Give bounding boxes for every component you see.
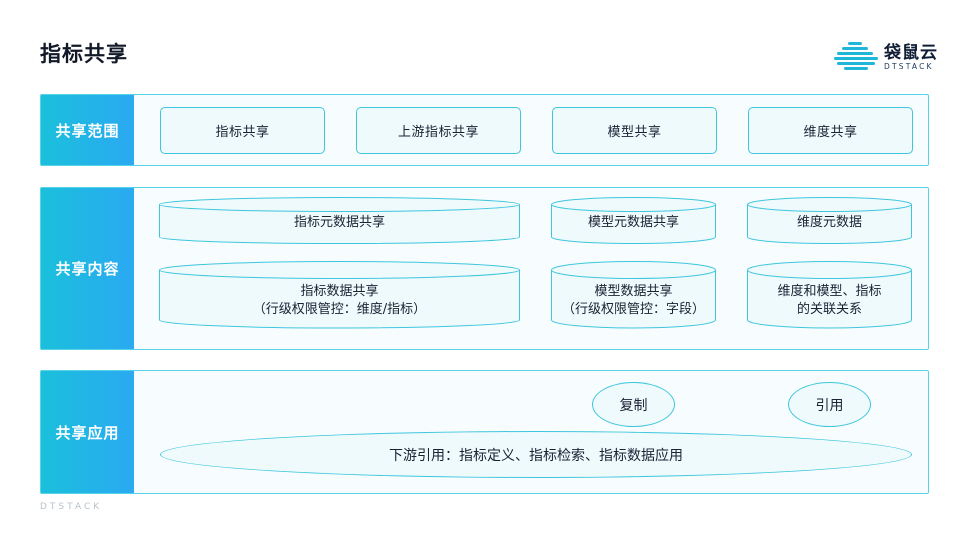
cylinder-model-metadata: 模型元数据共享	[551, 196, 716, 244]
scope-item-upstream-metric: 上游指标共享	[356, 107, 521, 154]
section-label-application: 共享应用	[41, 371, 134, 493]
cloud-logo-icon	[834, 42, 878, 70]
metric-data-label-line1: 指标数据共享	[300, 284, 379, 299]
dimension-relation-label-line2: 的关联关系	[796, 302, 862, 317]
model-data-label-line2: （行级权限管控：字段）	[561, 302, 705, 317]
cylinder-dimension-metadata: 维度元数据	[747, 196, 912, 244]
dimension-metadata-label: 维度元数据	[796, 215, 862, 230]
section-share-content: 共享内容 指标元数据共享 模型元数据共享 维度元数据 指标数据共享 （行级权限管…	[40, 187, 929, 350]
section-share-scope: 共享范围 指标共享 上游指标共享 模型共享 维度共享	[40, 94, 929, 166]
scope-item-dimension: 维度共享	[748, 107, 913, 154]
scope-item-model: 模型共享	[552, 107, 717, 154]
cylinder-model-data: 模型数据共享 （行级权限管控：字段）	[551, 260, 716, 330]
model-metadata-label: 模型元数据共享	[587, 215, 679, 230]
oval-downstream-reference: 下游引用：指标定义、指标检索、指标数据应用	[160, 431, 912, 478]
section-label-scope: 共享范围	[41, 95, 134, 165]
scope-item-metric: 指标共享	[160, 107, 325, 154]
cylinder-metric-data: 指标数据共享 （行级权限管控：维度/指标）	[159, 260, 520, 330]
page-title: 指标共享	[40, 42, 128, 66]
brand-logo: 袋鼠云 DTSTACK	[834, 38, 944, 74]
section-share-application: 共享应用 复制 引用 下游引用：指标定义、指标检索、指标数据应用	[40, 370, 929, 494]
oval-copy: 复制	[592, 382, 675, 427]
footer-watermark: DTSTACK	[40, 502, 103, 512]
brand-name: 袋鼠云	[884, 43, 938, 63]
cylinder-metric-metadata: 指标元数据共享	[159, 196, 520, 244]
metric-metadata-label: 指标元数据共享	[293, 215, 385, 230]
model-data-label-line1: 模型数据共享	[594, 284, 673, 299]
dimension-relation-label-line1: 维度和模型、指标	[777, 284, 882, 299]
oval-reference: 引用	[788, 382, 871, 427]
metric-data-label-line2: （行级权限管控：维度/指标）	[252, 302, 427, 317]
section-label-content: 共享内容	[41, 188, 134, 349]
brand-subtitle: DTSTACK	[884, 62, 934, 71]
cylinder-dimension-relation: 维度和模型、指标 的关联关系	[747, 260, 912, 330]
